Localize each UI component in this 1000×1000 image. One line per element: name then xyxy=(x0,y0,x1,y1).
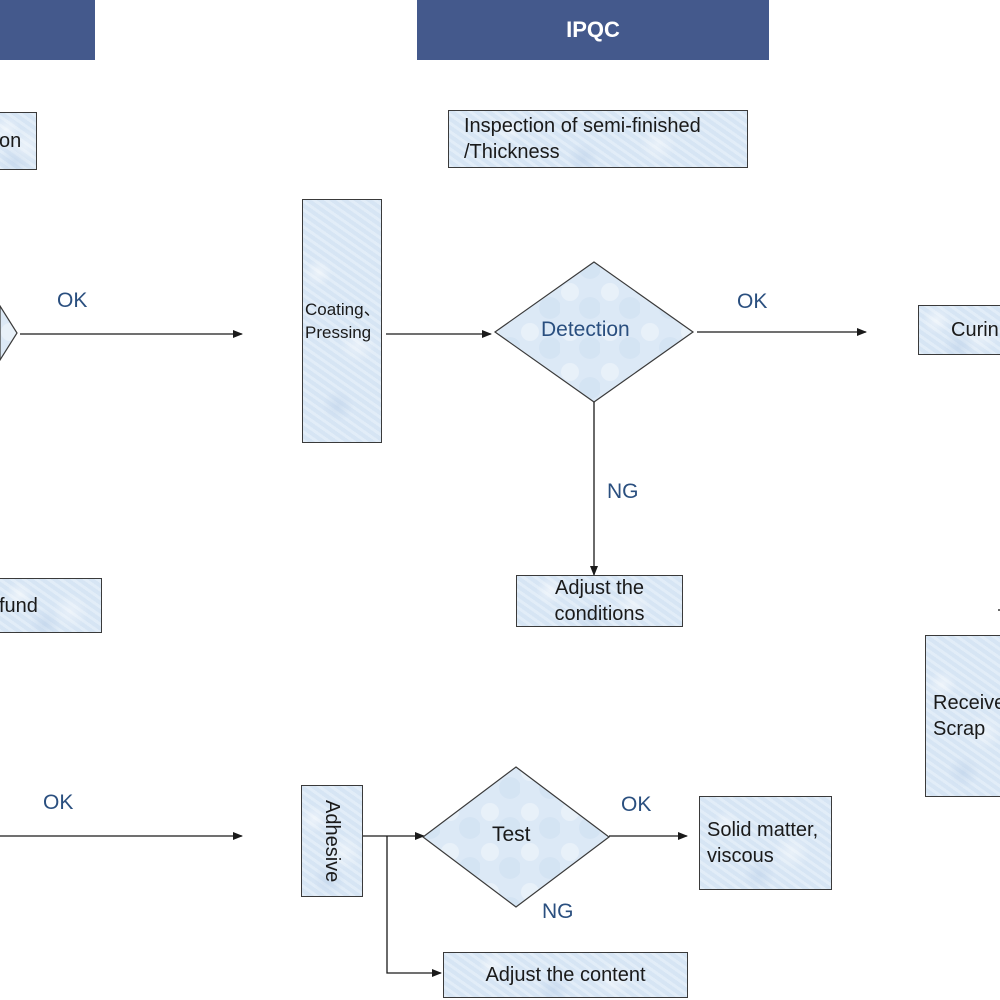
box-curing-partial: Curin xyxy=(918,305,1000,355)
adjust-content-label: Adjust the content xyxy=(485,964,646,986)
curing-label: Curin xyxy=(951,319,999,341)
box-adhesive: Adhesive xyxy=(301,785,363,897)
solid-matter-label: Solid matter, viscous xyxy=(707,819,819,867)
label-ng-detection: NG xyxy=(607,480,639,503)
header-left-partial xyxy=(0,0,95,60)
box-receive-scrap-partial: Receive Scrap xyxy=(925,635,1000,797)
box-refund-partial: fund xyxy=(0,578,102,633)
arrow-to-adjust-content xyxy=(386,836,442,977)
adjust-conditions-label: Adjust the conditions xyxy=(554,577,645,625)
label-ok-top-left: OK xyxy=(57,289,88,312)
label-ok-bottom-left: OK xyxy=(43,791,74,814)
coating-pressing-label: Coating、 Pressing xyxy=(305,300,381,342)
decision-diamond-left-partial xyxy=(0,304,18,362)
receive-scrap-label: Receive Scrap xyxy=(933,692,1000,740)
box-inspection-semi-finished: Inspection of semi-finished /Thickness xyxy=(448,110,748,168)
label-ng-test: NG xyxy=(542,900,574,923)
inspection-label: Inspection of semi-finished /Thickness xyxy=(464,115,701,163)
label-ok-test: OK xyxy=(621,793,652,816)
label-ok-top-right: OK xyxy=(737,290,768,313)
decision-diamond-test xyxy=(422,766,610,908)
test-diamond-label: Test xyxy=(492,823,531,846)
box-solid-matter-viscous: Solid matter, viscous xyxy=(699,796,832,890)
box-adjust-conditions: Adjust the conditions xyxy=(516,575,683,627)
refund-label: fund xyxy=(0,594,38,617)
box-left-top-partial-label: on xyxy=(0,130,22,152)
box-adjust-content: Adjust the content xyxy=(443,952,688,998)
adhesive-label: Adhesive xyxy=(321,799,343,883)
box-coating-pressing: Coating、 Pressing xyxy=(302,199,382,443)
detection-diamond-label: Detection xyxy=(541,318,630,341)
box-left-top-partial: on xyxy=(0,112,37,170)
header-ipqc: IPQC xyxy=(417,0,769,60)
